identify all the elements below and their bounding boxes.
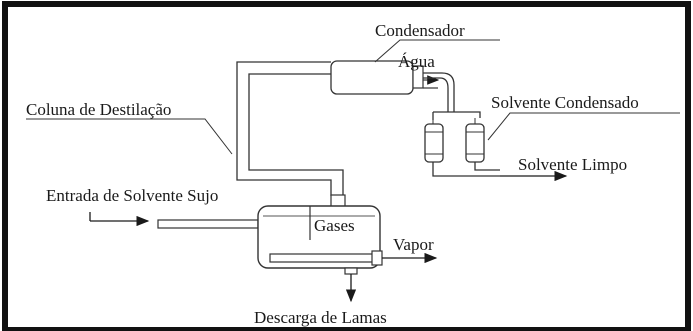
condensate-pipe xyxy=(423,72,481,120)
still-vessel xyxy=(257,194,383,275)
label-vapor: Vapor xyxy=(393,235,434,254)
condensate-tank-right xyxy=(465,118,485,163)
label-coluna: Coluna de Destilação xyxy=(26,100,171,119)
distillation-column-pipe xyxy=(236,61,344,196)
condensate-tank-left xyxy=(424,118,444,163)
label-agua: Água xyxy=(398,52,435,71)
condenser xyxy=(330,60,440,95)
leader-lines xyxy=(26,39,680,155)
label-solvente-limpo: Solvente Limpo xyxy=(518,155,627,174)
label-descarga: Descarga de Lamas xyxy=(254,308,387,327)
dirty-solvent-inlet xyxy=(89,212,259,229)
clean-solvent-outlet xyxy=(432,162,568,182)
label-solvente-condensado: Solvente Condensado xyxy=(491,93,639,112)
label-gases: Gases xyxy=(314,216,355,235)
label-entrada: Entrada de Solvente Sujo xyxy=(46,186,218,205)
label-condensador: Condensador xyxy=(375,21,465,40)
